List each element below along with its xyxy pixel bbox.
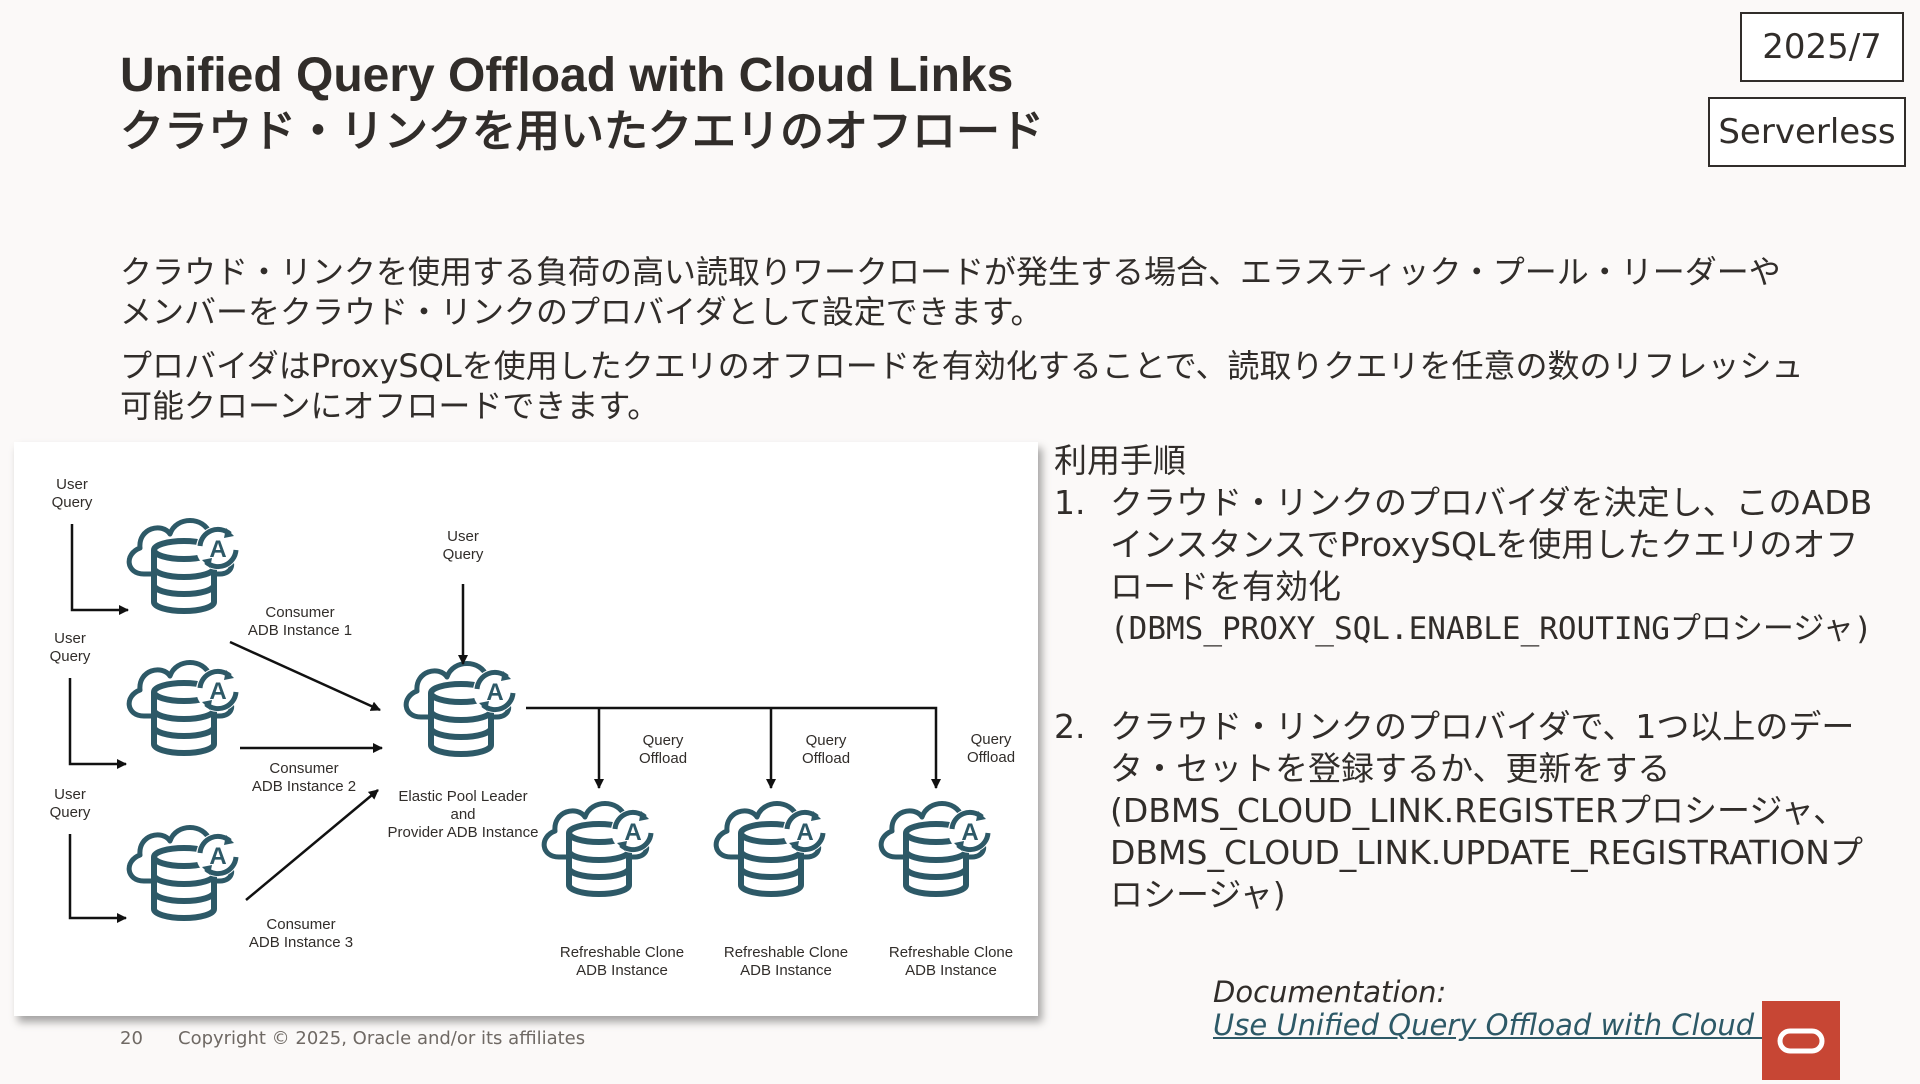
step-1-number: 1. (1054, 483, 1086, 522)
consumer-3-db-icon (129, 828, 240, 919)
step-2-text: クラウド・リンクのプロバイダで、1つ以上のデータ・セットを登録するか、更新をする (1110, 707, 1855, 788)
slide-title: Unified Query Offload with Cloud Links ク… (120, 48, 1044, 160)
oracle-o-icon (1777, 1028, 1825, 1054)
user-query-label-2: User Query (49, 630, 91, 665)
clone-2-label: Refreshable Clone ADB Instance (723, 944, 849, 979)
step-1-code: (DBMS_PROXY_SQL.ENABLE_ROUTINGプロシージャ) (1110, 611, 1873, 647)
consumer-2-db-icon (129, 663, 240, 754)
leader-db-icon (406, 664, 517, 755)
query-offload-label-1: Query Offload (638, 732, 688, 767)
architecture-diagram: A User Query User Query User Query (14, 442, 1038, 1016)
documentation-link[interactable]: Use Unified Query Offload with Cloud Lin… (1213, 1008, 1838, 1042)
intro-paragraph-2: プロバイダはProxySQLを使用したクエリのオフロードを有効化することで、読取… (120, 347, 1804, 425)
documentation-note: Documentation: Use Unified Query Offload… (1213, 976, 1838, 1042)
clone-1-label: Refreshable Clone ADB Instance (559, 944, 685, 979)
oracle-logo (1762, 1001, 1840, 1080)
step-1: 1. クラウド・リンクのプロバイダを決定し、このADBインスタンスでProxyS… (1054, 482, 1884, 650)
consumer-2-label: Consumer ADB Instance 2 (251, 760, 357, 795)
diagram-graphics: A (68, 442, 1038, 923)
step-2-code: (DBMS_CLOUD_LINK.REGISTERプロシージャ、DBMS_CLO… (1110, 791, 1863, 914)
page-number: 20 (120, 1028, 143, 1049)
query-offload-label-2: Query Offload (801, 732, 851, 767)
title-japanese: クラウド・リンクを用いたクエリのオフロード (120, 107, 1044, 156)
steps-heading: 利用手順 (1054, 441, 1186, 480)
consumer-3-label: Consumer ADB Instance 3 (248, 916, 354, 951)
consumer-1-label: Consumer ADB Instance 1 (247, 604, 353, 639)
user-query-label-center: User Query (442, 528, 484, 563)
copyright: Copyright © 2025, Oracle and/or its affi… (178, 1028, 586, 1049)
title-english: Unified Query Offload with Cloud Links (120, 49, 1014, 102)
clone-3-label: Refreshable Clone ADB Instance (888, 944, 1014, 979)
consumer-1-db-icon (129, 521, 240, 612)
step-2: 2. クラウド・リンクのプロバイダで、1つ以上のデータ・セットを登録するか、更新… (1054, 706, 1884, 916)
user-query-label-3: User Query (49, 786, 91, 821)
query-offload-label-3: Query Offload (966, 731, 1016, 766)
leader-label: Elastic Pool Leader and Provider ADB Ins… (387, 788, 539, 841)
clone-2-db-icon (716, 804, 827, 895)
step-2-number: 2. (1054, 707, 1086, 746)
intro-paragraph-1: クラウド・リンクを使用する負荷の高い読取りワークロードが発生する場合、エラスティ… (120, 253, 1781, 331)
clone-1-db-icon (544, 804, 655, 895)
serverless-tag: Serverless (1708, 97, 1906, 167)
date-tag: 2025/7 (1740, 12, 1904, 82)
procedure-steps: 利用手順 1. クラウド・リンクのプロバイダを決定し、このADBインスタンスでP… (1054, 440, 1884, 916)
clone-3-db-icon (881, 804, 992, 895)
step-1-text: クラウド・リンクのプロバイダを決定し、このADBインスタンスでProxySQLを… (1110, 483, 1873, 606)
user-query-label-1: User Query (51, 476, 93, 511)
documentation-label: Documentation: (1213, 975, 1447, 1009)
